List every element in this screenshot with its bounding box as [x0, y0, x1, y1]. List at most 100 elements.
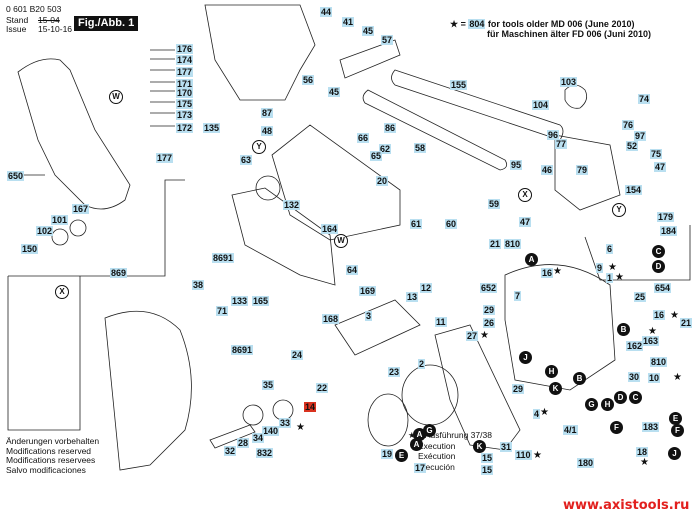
part-label-869[interactable]: 869 [110, 268, 128, 278]
part-label-3[interactable]: 3 [365, 311, 373, 321]
part-label-65[interactable]: 65 [370, 151, 383, 161]
part-label-140[interactable]: 140 [262, 426, 280, 436]
part-label-179[interactable]: 179 [657, 212, 675, 222]
part-label-16[interactable]: 16 [541, 268, 554, 278]
part-label-170[interactable]: 170 [176, 88, 194, 98]
part-label-27[interactable]: 27 [466, 331, 479, 341]
part-label-810[interactable]: 810 [650, 357, 668, 367]
part-label-44[interactable]: 44 [320, 7, 333, 17]
part-label-14[interactable]: 14 [304, 402, 317, 412]
part-label-9[interactable]: 9 [596, 263, 604, 273]
part-label-74[interactable]: 74 [638, 94, 651, 104]
part-label-71[interactable]: 71 [216, 306, 229, 316]
part-label-62[interactable]: 62 [379, 144, 392, 154]
part-label-96[interactable]: 96 [547, 130, 560, 140]
part-label-21[interactable]: 21 [680, 318, 693, 328]
part-label-35[interactable]: 35 [262, 380, 275, 390]
part-label-45[interactable]: 45 [328, 87, 341, 97]
part-label-177[interactable]: 177 [156, 153, 174, 163]
part-label-4-1[interactable]: 4/1 [563, 425, 578, 435]
part-label-171[interactable]: 171 [176, 79, 194, 89]
part-label-165[interactable]: 165 [252, 296, 270, 306]
part-label-101[interactable]: 101 [51, 215, 69, 225]
part-label-132[interactable]: 132 [283, 200, 301, 210]
part-label-832[interactable]: 832 [256, 448, 274, 458]
part-label-15[interactable]: 15 [481, 453, 494, 463]
part-label-104[interactable]: 104 [532, 100, 550, 110]
part-label-168[interactable]: 168 [322, 314, 340, 324]
part-label-650[interactable]: 650 [7, 171, 25, 181]
part-label-66[interactable]: 66 [357, 133, 370, 143]
part-label-33[interactable]: 33 [279, 418, 292, 428]
part-label-31[interactable]: 31 [500, 442, 513, 452]
part-label-1[interactable]: 1 [606, 273, 614, 283]
part-label-38[interactable]: 38 [192, 280, 205, 290]
part-label-10[interactable]: 10 [648, 373, 661, 383]
part-label-135[interactable]: 135 [203, 123, 221, 133]
part-label-652[interactable]: 652 [480, 283, 498, 293]
part-label-29[interactable]: 29 [483, 305, 496, 315]
part-label-26[interactable]: 26 [483, 318, 496, 328]
watermark-link[interactable]: www.axistools.ru [563, 498, 690, 513]
part-label-184[interactable]: 184 [660, 226, 678, 236]
part-label-79[interactable]: 79 [576, 165, 589, 175]
part-label-16[interactable]: 16 [653, 310, 666, 320]
part-label-21[interactable]: 21 [489, 239, 502, 249]
part-label-176[interactable]: 176 [176, 44, 194, 54]
part-label-173[interactable]: 173 [176, 110, 194, 120]
part-label-75[interactable]: 75 [650, 149, 663, 159]
part-label-45[interactable]: 45 [362, 26, 375, 36]
part-label-13[interactable]: 13 [406, 292, 419, 302]
part-label-24[interactable]: 24 [291, 350, 304, 360]
part-label-19[interactable]: 19 [381, 449, 394, 459]
part-label-11[interactable]: 11 [435, 317, 447, 327]
part-label-32[interactable]: 32 [224, 446, 237, 456]
part-label-183[interactable]: 183 [642, 422, 660, 432]
part-label-174[interactable]: 174 [176, 55, 194, 65]
part-label-30[interactable]: 30 [628, 372, 641, 382]
part-label-8691[interactable]: 8691 [212, 253, 235, 263]
part-label-48[interactable]: 48 [261, 126, 274, 136]
part-label-95[interactable]: 95 [510, 160, 523, 170]
part-label-56[interactable]: 56 [302, 75, 315, 85]
part-label-654[interactable]: 654 [654, 283, 672, 293]
part-label-41[interactable]: 41 [342, 17, 355, 27]
part-label-155[interactable]: 155 [450, 80, 468, 90]
part-label-163[interactable]: 163 [642, 336, 660, 346]
part-label-87[interactable]: 87 [261, 108, 274, 118]
part-label-52[interactable]: 52 [626, 141, 639, 151]
part-label-164[interactable]: 164 [321, 224, 339, 234]
part-label-29[interactable]: 29 [512, 384, 525, 394]
part-label-61[interactable]: 61 [410, 219, 423, 229]
part-label-18[interactable]: 18 [636, 447, 649, 457]
part-label-103[interactable]: 103 [560, 77, 578, 87]
part-label-20[interactable]: 20 [376, 176, 389, 186]
part-label-7[interactable]: 7 [514, 291, 522, 301]
part-label-59[interactable]: 59 [488, 199, 501, 209]
part-label-47[interactable]: 47 [519, 217, 532, 227]
part-label-6[interactable]: 6 [606, 244, 614, 254]
part-label-15[interactable]: 15 [481, 465, 494, 475]
part-label-4[interactable]: 4 [533, 409, 541, 419]
part-label-175[interactable]: 175 [176, 99, 194, 109]
part-label-169[interactable]: 169 [359, 286, 377, 296]
part-label-102[interactable]: 102 [36, 226, 54, 236]
part-label-133[interactable]: 133 [231, 296, 249, 306]
part-label-58[interactable]: 58 [414, 143, 427, 153]
part-label-154[interactable]: 154 [625, 185, 643, 195]
part-label-12[interactable]: 12 [420, 283, 433, 293]
part-label-167[interactable]: 167 [72, 204, 90, 214]
part-label-86[interactable]: 86 [384, 123, 397, 133]
part-label-17[interactable]: 17 [414, 463, 427, 473]
part-label-46[interactable]: 46 [541, 165, 554, 175]
part-label-77[interactable]: 77 [555, 139, 568, 149]
part-label-76[interactable]: 76 [622, 120, 635, 130]
part-label-60[interactable]: 60 [445, 219, 458, 229]
part-label-180[interactable]: 180 [577, 458, 595, 468]
part-label-47[interactable]: 47 [654, 162, 667, 172]
part-label-28[interactable]: 28 [237, 438, 250, 448]
part-label-110[interactable]: 110 [515, 450, 532, 460]
part-label-34[interactable]: 34 [252, 433, 265, 443]
part-label-2[interactable]: 2 [418, 359, 426, 369]
part-label-97[interactable]: 97 [634, 131, 647, 141]
